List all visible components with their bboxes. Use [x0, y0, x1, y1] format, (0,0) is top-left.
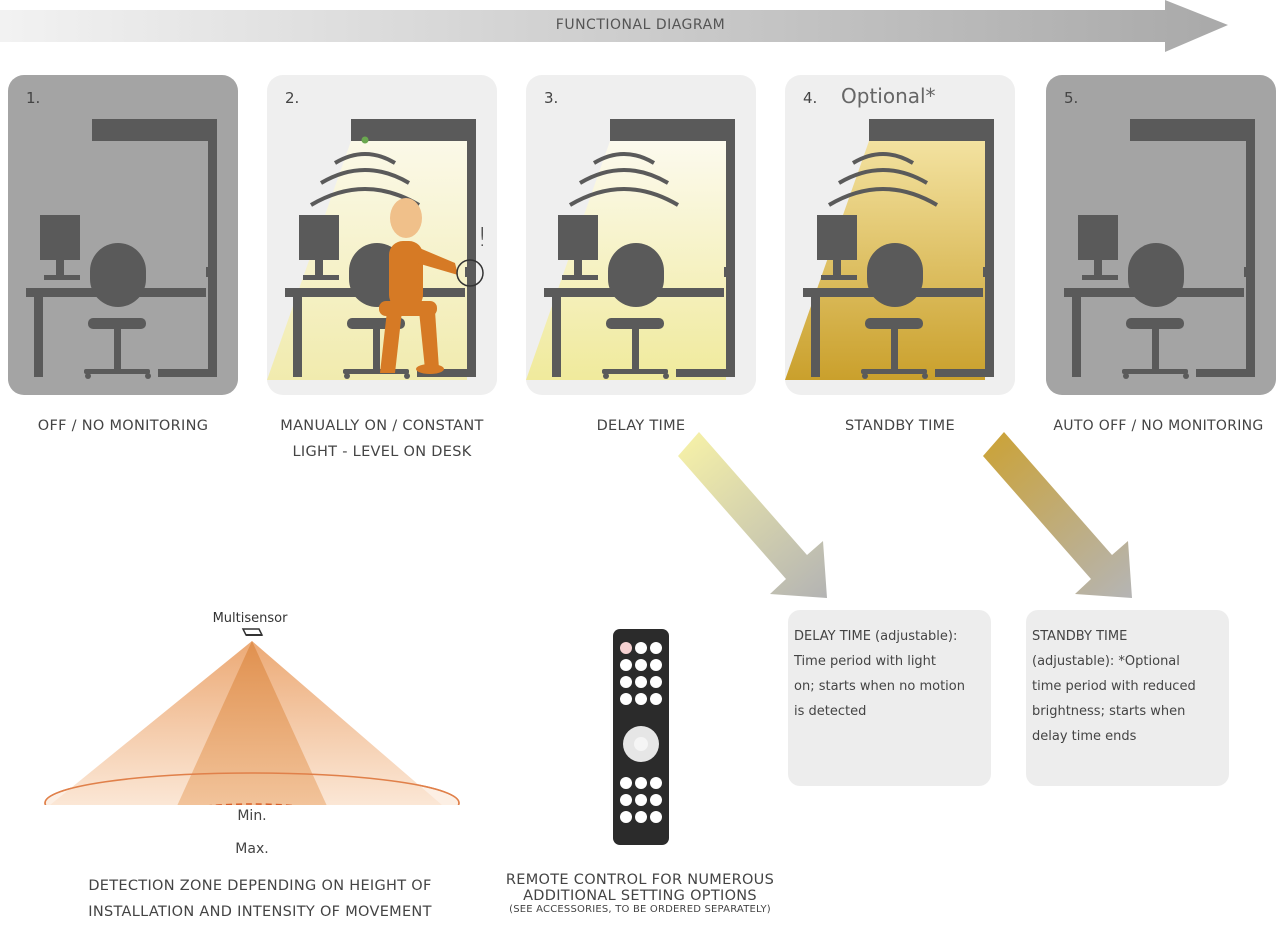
step-panel-delay: 3. [526, 75, 756, 395]
office-illustration [1064, 119, 1255, 379]
functional-diagram-banner-arrow [0, 0, 1228, 52]
step-panel-standby: 4. Optional* [785, 75, 1015, 395]
min-zone-label: Min. [237, 808, 267, 824]
step-panel-auto-off: 5. [1046, 75, 1276, 395]
office-illustration [785, 119, 994, 380]
caption-step-3: DELAY TIME [596, 418, 686, 434]
remote-sub-caption: (SEE ACCESSORIES, TO BE ORDERED SEPARATE… [509, 904, 771, 915]
step-number: 3. [544, 89, 559, 107]
caption-step-5: AUTO OFF / NO MONITORING [1053, 418, 1264, 434]
office-illustration [526, 119, 735, 380]
delay-time-arrow [678, 432, 827, 598]
delay-time-info-box: DELAY TIME (adjustable): Time period wit… [788, 610, 991, 786]
banner-title: FUNCTIONAL DIAGRAM [555, 17, 726, 33]
caption-step-4: STANDBY TIME [845, 418, 955, 434]
caption-step-2: MANUALLY ON / CONSTANT LIGHT - LEVEL ON … [280, 418, 484, 460]
step-number: 5. [1064, 89, 1079, 107]
standby-time-arrow [983, 432, 1132, 598]
step-panel-off: 1. [8, 75, 238, 395]
step-number: 4. [803, 89, 818, 107]
optional-label: Optional* [841, 84, 936, 108]
max-zone-label: Max. [235, 841, 269, 857]
step-panel-manual-on: 2. ! [267, 75, 497, 395]
office-illustration [267, 119, 484, 380]
step-number: 1. [26, 89, 41, 107]
person-figure [379, 198, 458, 374]
detection-zone-diagram [44, 628, 460, 805]
multisensor-label: Multisensor [212, 611, 288, 626]
caption-step-1: OFF / NO MONITORING [37, 418, 209, 434]
standby-time-info-box: STANDBY TIME (adjustable): *Optional tim… [1026, 610, 1229, 786]
remote-control [613, 629, 669, 845]
step-number: 2. [285, 89, 300, 107]
multisensor-icon [241, 628, 264, 636]
alert-mark: ! [477, 223, 488, 253]
detection-zone-caption: DETECTION ZONE DEPENDING ON HEIGHT OF IN… [88, 878, 432, 920]
office-illustration [26, 119, 217, 379]
remote-control-caption: REMOTE CONTROL FOR NUMEROUS ADDITIONAL S… [470, 872, 810, 916]
